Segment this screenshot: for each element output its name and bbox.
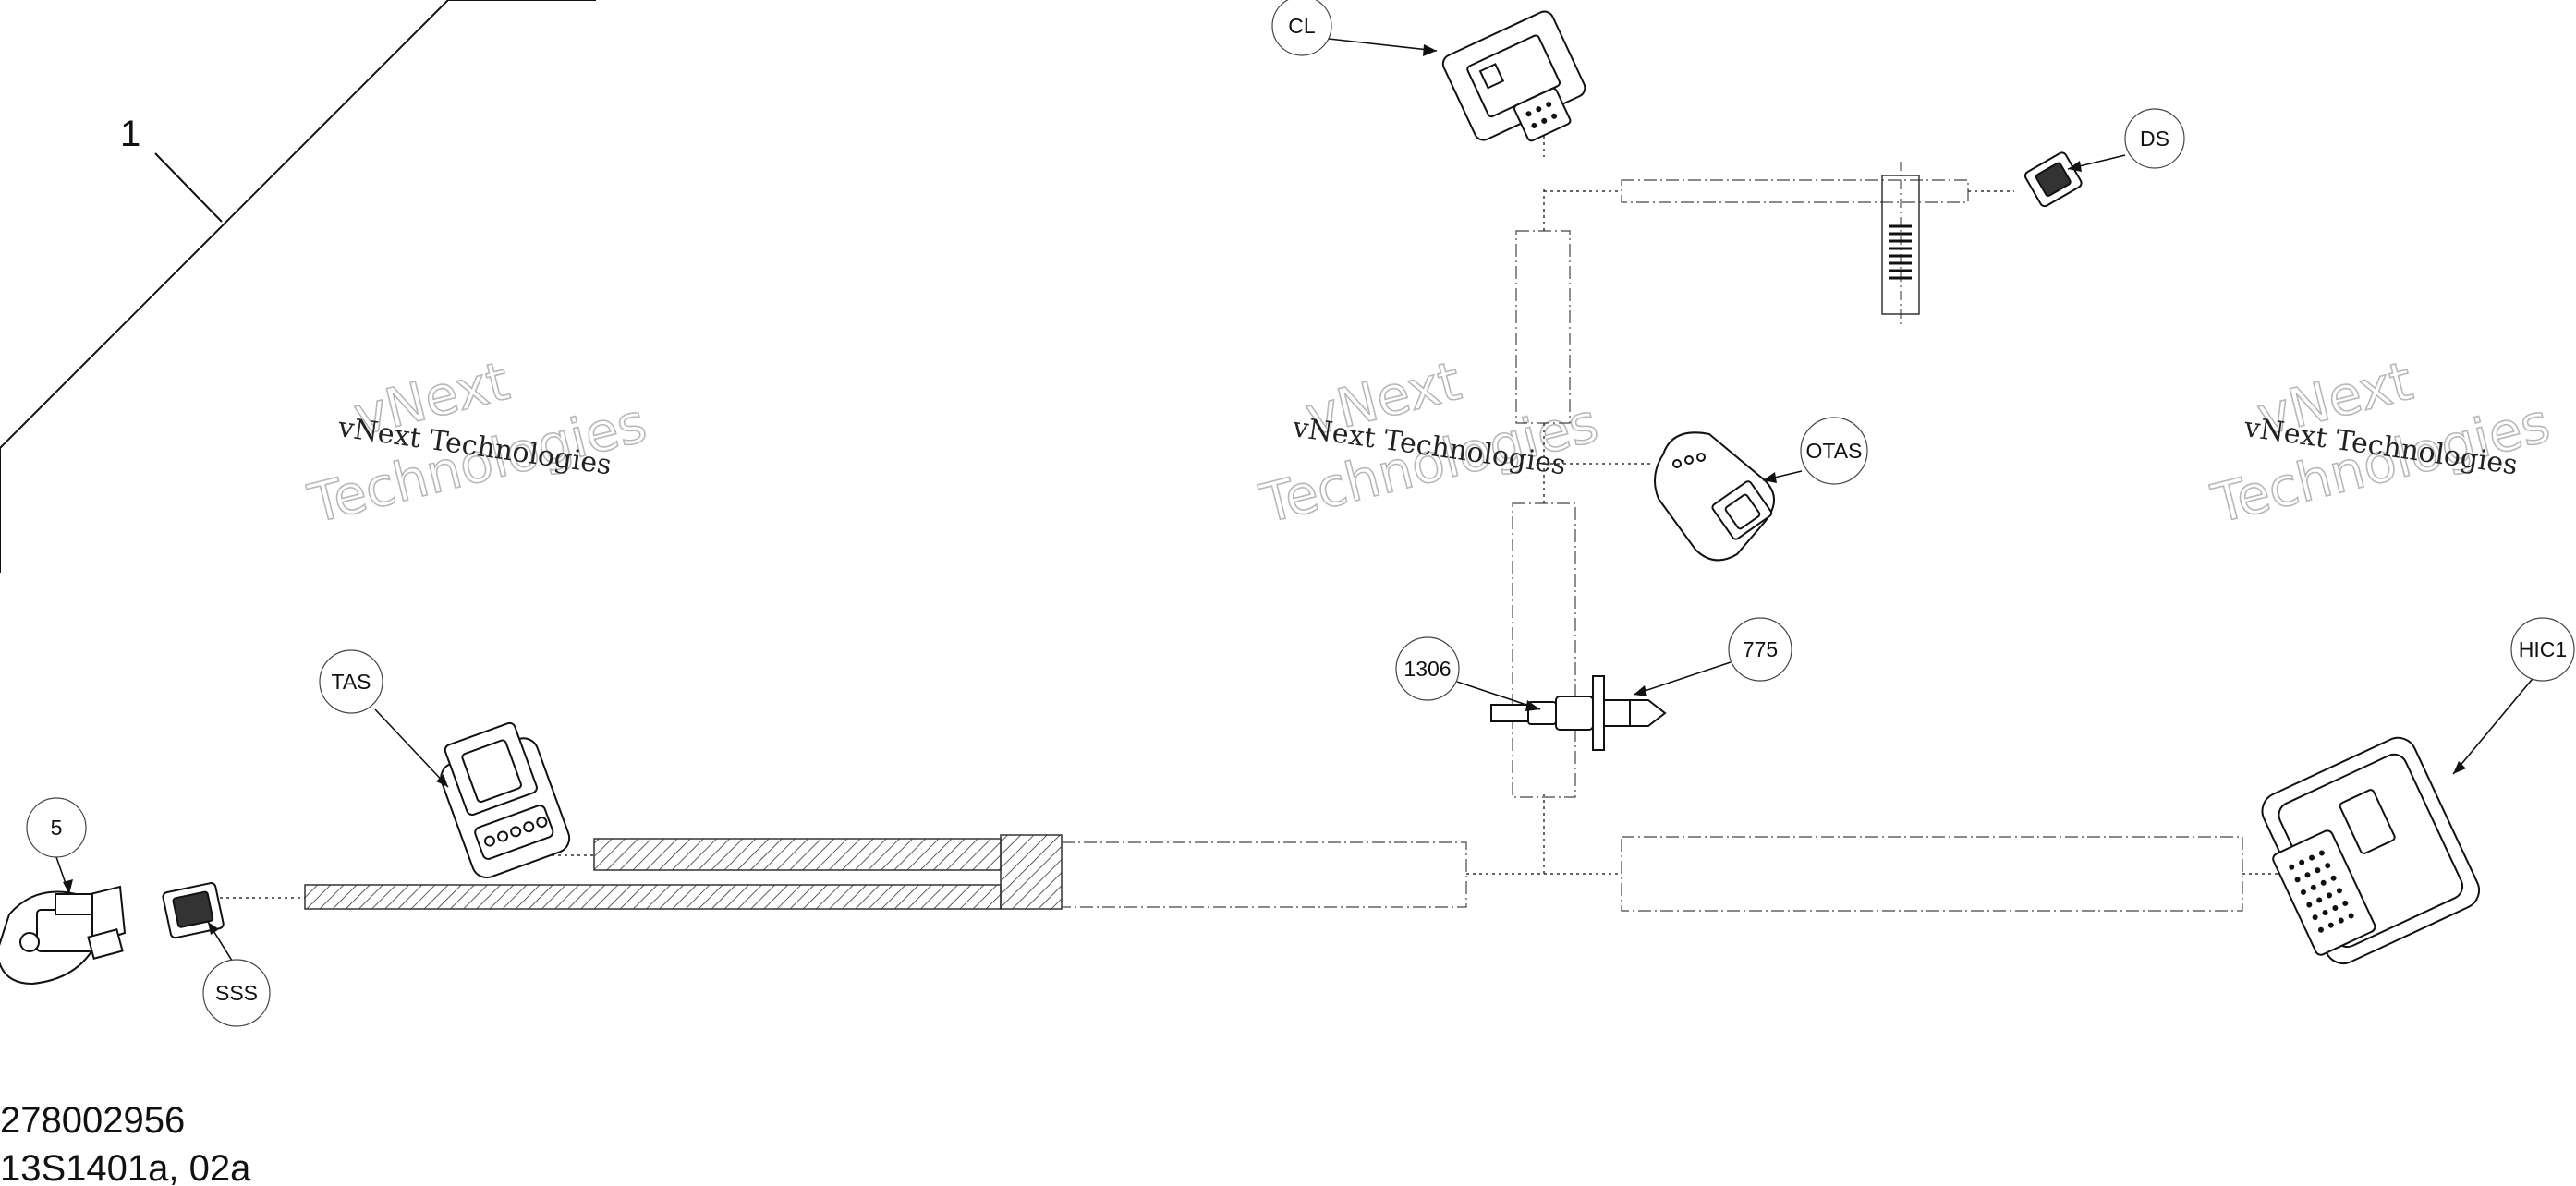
callout-label-5: 5 <box>51 816 63 840</box>
footer-reference: 13S1401a, 02a <box>0 1148 251 1186</box>
sss-connector-icon <box>162 882 225 939</box>
callout-otas: OTAS <box>1800 417 1868 485</box>
callout-5: 5 <box>26 797 87 858</box>
callout-label-hic1: HIC1 <box>2519 637 2567 661</box>
hatched-junction-block <box>1000 834 1063 910</box>
callout-label-ds: DS <box>2140 127 2169 151</box>
trunk-conduit <box>1061 836 2243 912</box>
part-1-outline <box>0 0 596 573</box>
horizontal-conduit-top <box>1621 179 1969 203</box>
watermark-center: vNext Technologies <box>1253 348 1605 536</box>
watermark-right: vNext Technologies <box>2205 348 2557 536</box>
callout-label-tas: TAS <box>331 670 371 694</box>
callout-label-775: 775 <box>1743 637 1778 661</box>
callout-label-1306: 1306 <box>1403 657 1451 681</box>
vertical-conduit-lower <box>1512 502 1576 798</box>
callout-sss: SSS <box>202 959 271 1027</box>
harness-tie-clip <box>1881 162 1920 328</box>
vertical-conduit-upper <box>1515 230 1571 424</box>
callout-hic1: HIC1 <box>2510 617 2575 682</box>
callout-label-cl: CL <box>1288 14 1316 38</box>
callout-ds: DS <box>2124 108 2185 169</box>
callout-arrowheads <box>63 44 2466 935</box>
callout-1306: 1306 <box>1395 636 1460 701</box>
hic1-connector-icon <box>2261 736 2481 965</box>
ds-connector-icon <box>2023 151 2083 208</box>
callout-label-sss: SSS <box>215 981 258 1005</box>
temperature-sensor-icon <box>1490 675 1667 751</box>
callout-label-otas: OTAS <box>1806 439 1863 463</box>
callout-cl: CL <box>1271 0 1332 56</box>
tas-connector-icon <box>440 721 571 879</box>
footer-part-code: 278002956 <box>0 1100 185 1141</box>
part-number-1: 1 <box>120 114 140 154</box>
hatched-sleeve-lower <box>304 884 1002 910</box>
cl-connector-icon <box>1441 10 1586 142</box>
otas-connector-icon <box>1654 431 1775 562</box>
hatched-sleeve-upper <box>593 838 1002 871</box>
part-5-connector-icon <box>0 885 127 986</box>
callout-tas: TAS <box>319 649 383 714</box>
callout-775: 775 <box>1728 617 1792 682</box>
